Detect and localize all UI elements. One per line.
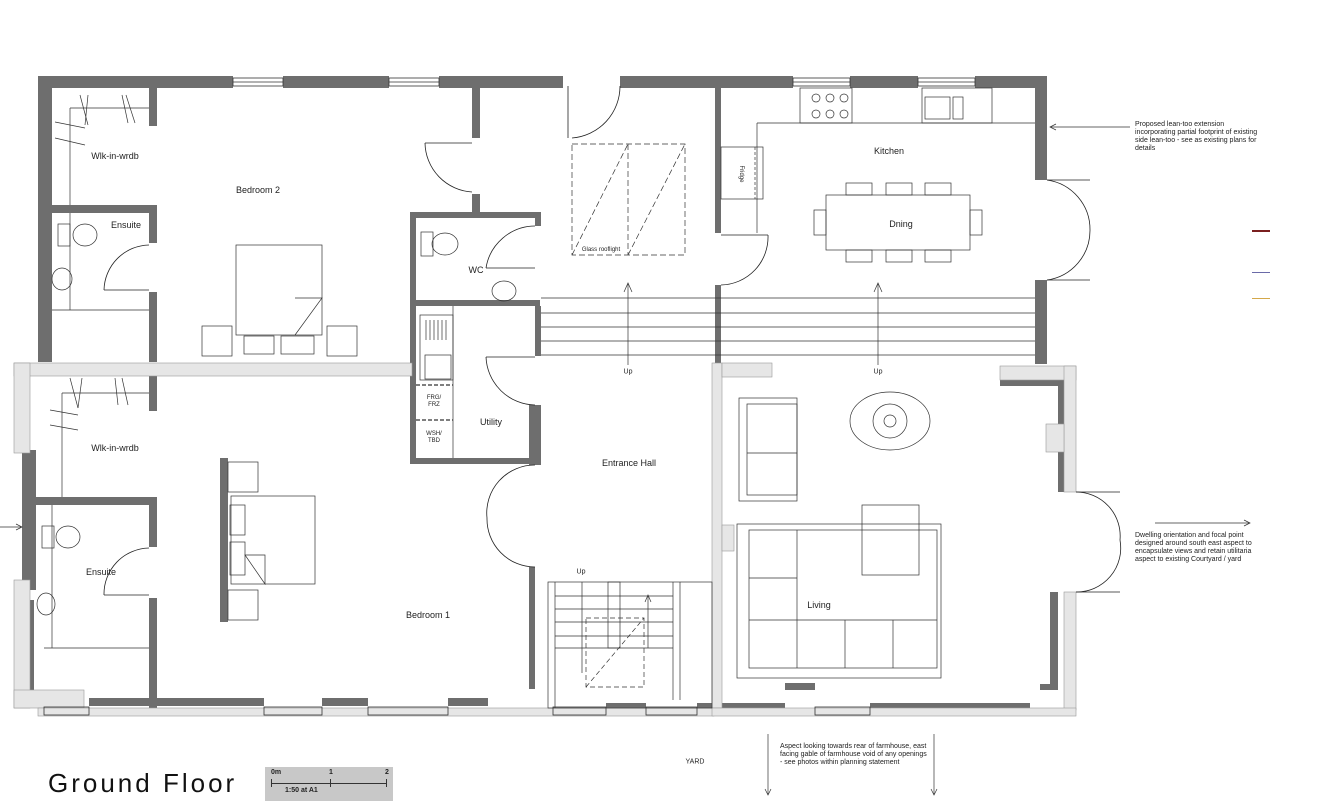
label-bedroom-1: Bedroom 1 [405, 610, 451, 620]
label-kitchen: Kitchen [873, 146, 905, 156]
label-utility: Utility [480, 417, 502, 427]
label-bedroom-2: Bedroom 2 [235, 185, 281, 195]
label-wlk-in-wrdb-1: Wlk-in-wrdb [91, 443, 139, 453]
label-dining: Dning [889, 219, 913, 229]
scale-bar: 0m 1 2 1:50 at A1 [265, 767, 393, 801]
legend-swatch-red [1252, 230, 1270, 232]
walls-light [13, 362, 1077, 717]
label-yard: YARD [685, 758, 705, 766]
scale-tick-1: 1 [329, 769, 333, 776]
label-ensuite-1: Ensuite [85, 567, 117, 577]
doors [103, 85, 1122, 596]
note-aspect-rear: Aspect looking towards rear of farmhouse… [780, 743, 927, 766]
label-fridge: Fridge [738, 165, 744, 183]
label-frg-frz: FRG/ FRZ [426, 395, 442, 408]
label-up-hall: Up [623, 368, 633, 376]
label-ensuite-2: Ensuite [110, 220, 142, 230]
scale-tick-mark-1 [330, 779, 331, 787]
label-up-living: Up [873, 368, 883, 376]
scale-tick-2: 2 [385, 769, 389, 776]
label-wlk-in-wrdb-2: Wlk-in-wrdb [91, 151, 139, 161]
note-lean-too-extension: Proposed lean-too extension incorporatin… [1135, 121, 1258, 152]
legend-swatch-blue [1252, 272, 1270, 273]
drawing-title: Ground Floor [48, 768, 238, 798]
scale-tick-mark-2 [386, 779, 387, 787]
legend-swatch-yellow [1252, 298, 1270, 299]
windows [43, 77, 976, 716]
label-up-stairs: Up [576, 568, 586, 576]
scale-tick-0: 0m [271, 769, 282, 776]
fixtures [0, 87, 1251, 796]
scale-line [271, 783, 387, 784]
label-wsh-tbd: WSH/ TBD [426, 431, 442, 444]
label-glass-rooflight: Glass rooflight [581, 247, 621, 253]
scale-tick-mark-0 [271, 779, 272, 787]
label-wc: WC [468, 265, 484, 275]
walls-dark [22, 76, 1064, 710]
label-living: Living [807, 600, 831, 610]
scale-label: 1:50 at A1 [285, 787, 318, 794]
label-entrance-hall: Entrance Hall [601, 458, 657, 468]
note-dwelling-orientation: Dwelling orientation and focal point des… [1135, 532, 1252, 563]
